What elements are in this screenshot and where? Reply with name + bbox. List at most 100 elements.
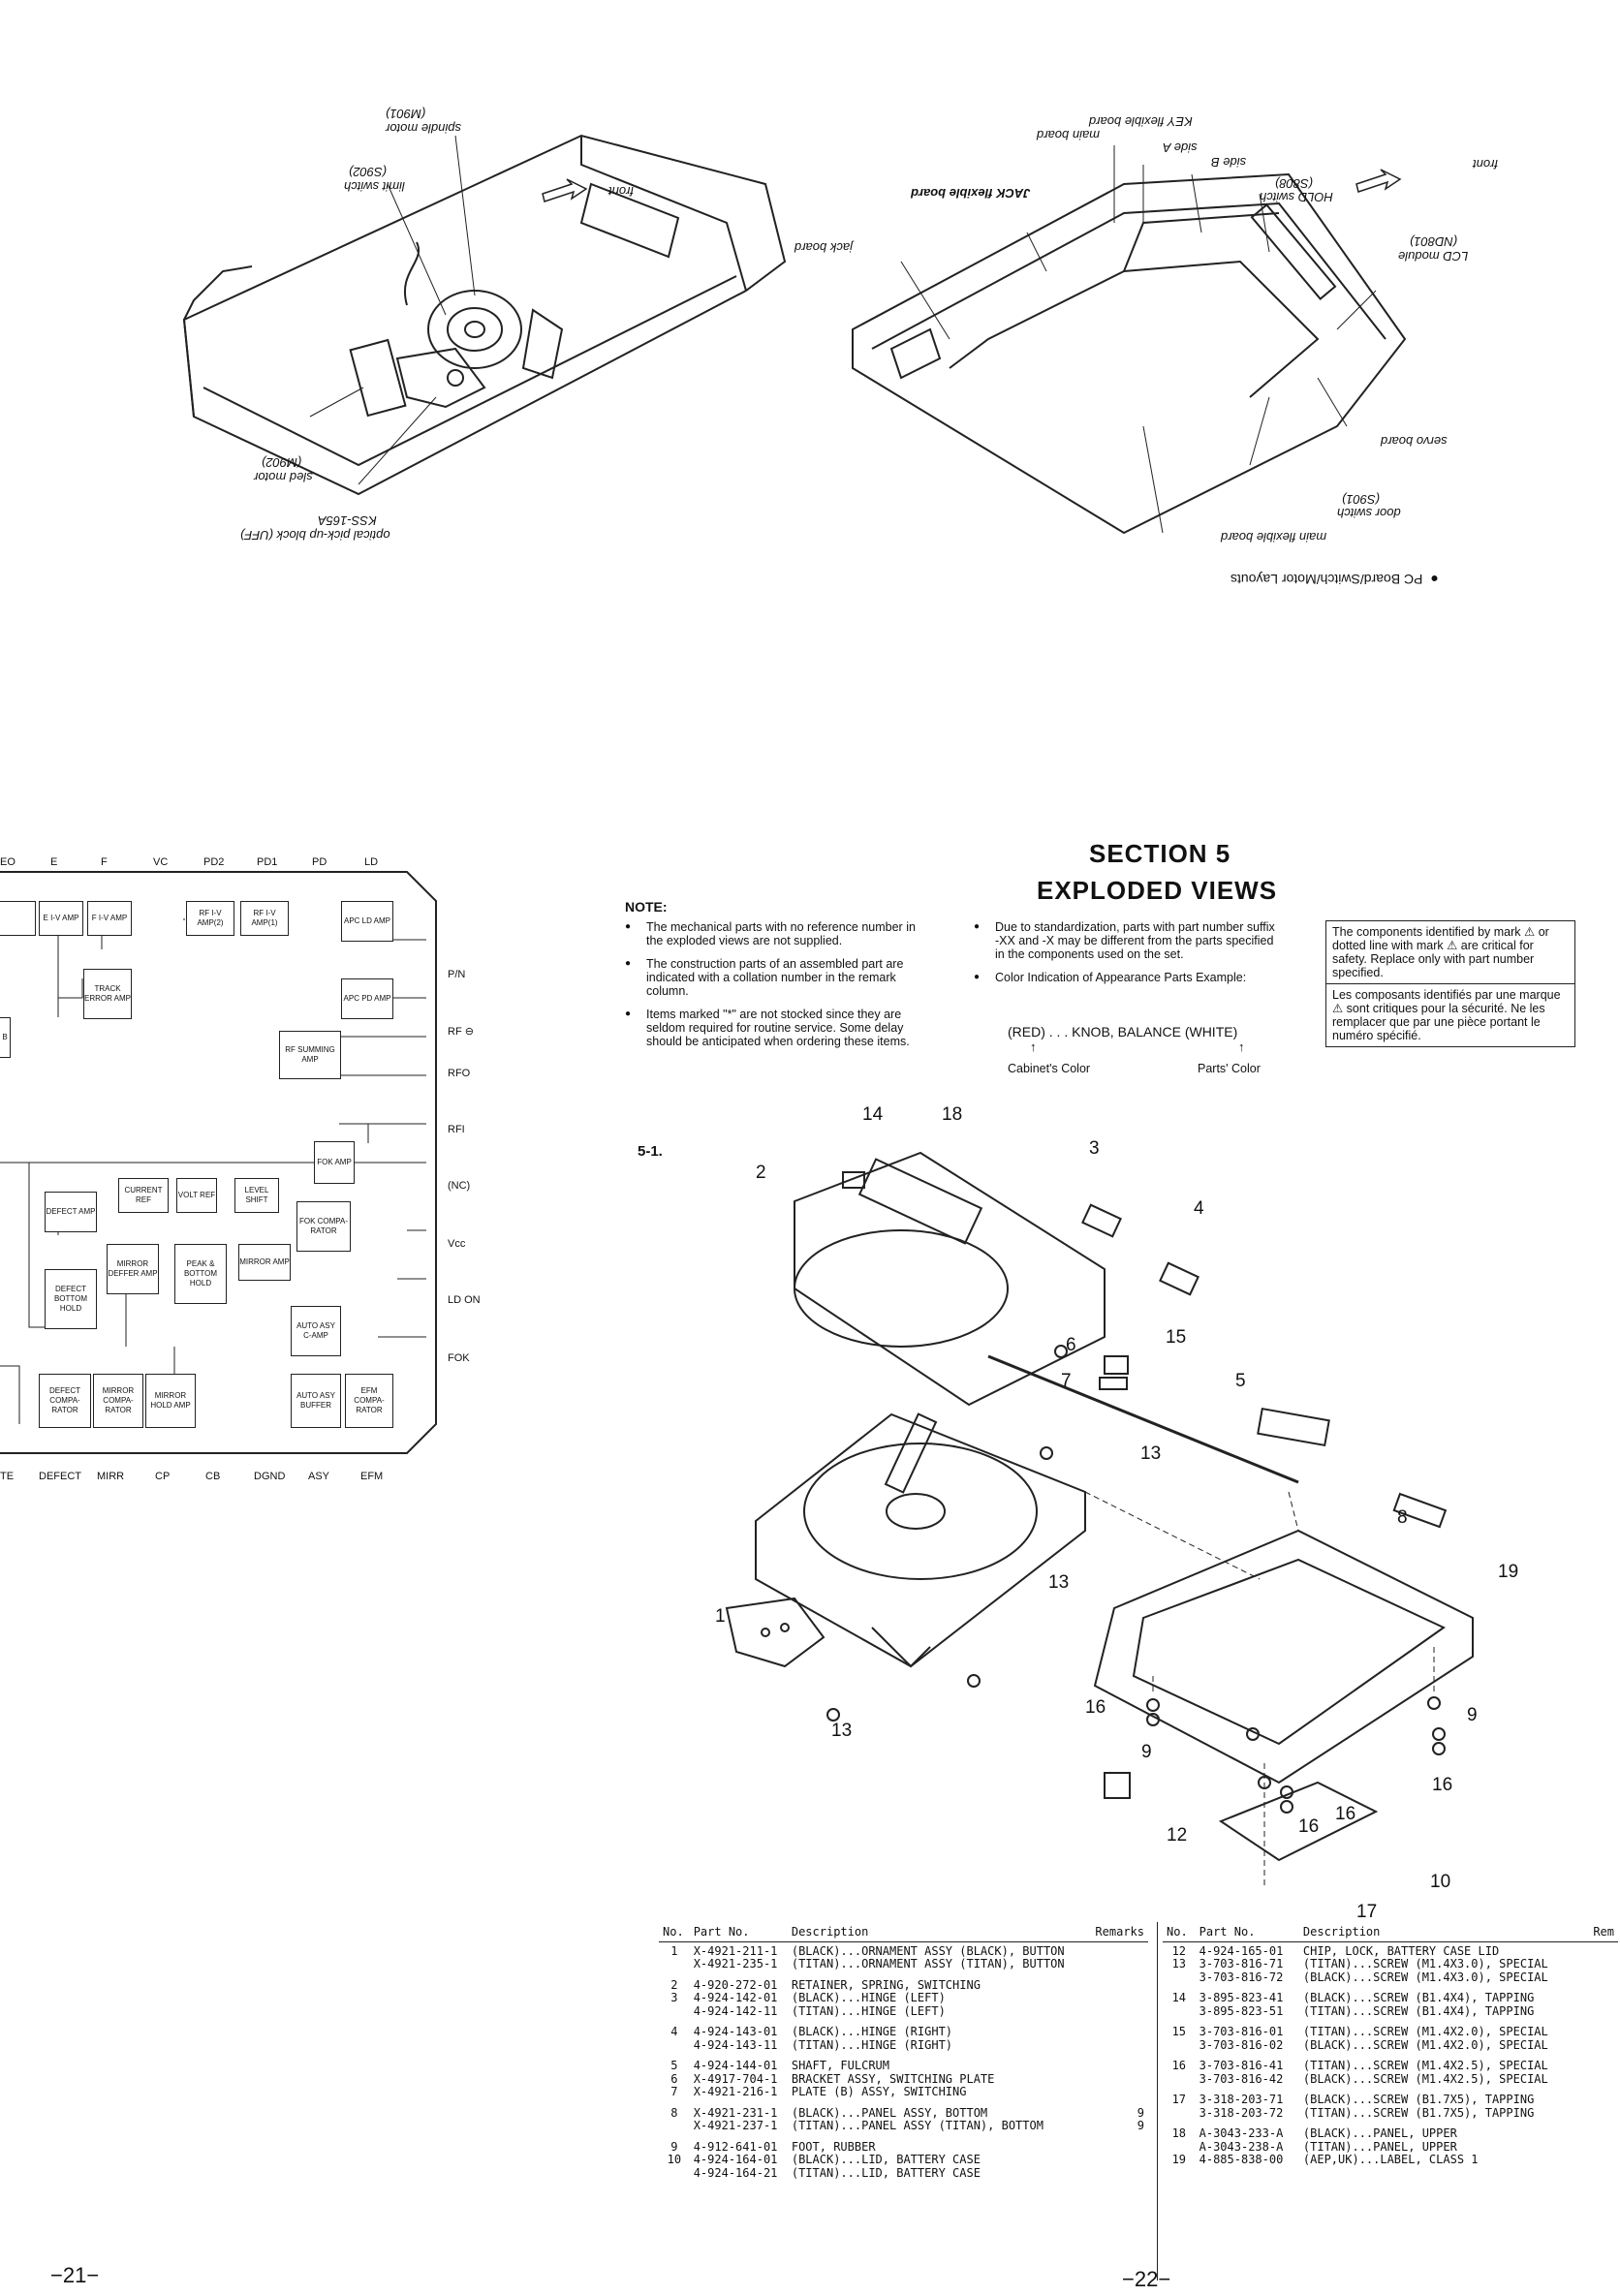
layout-caption: ● PC Board/Switch/Motor Layouts bbox=[1231, 572, 1439, 587]
figure-label: 5-1. bbox=[638, 1143, 663, 1160]
cell-part: 3-703-816-41 3-703-816-42 bbox=[1199, 2059, 1284, 2086]
cell-no: 1 bbox=[670, 1943, 678, 1958]
safety-warning-box: The components identified by mark ⚠ or d… bbox=[1325, 920, 1575, 1047]
callout-number: 7 bbox=[1061, 1371, 1072, 1391]
page-number-right: −22− bbox=[1122, 2267, 1171, 2291]
jack-flex-label: JACK flexible board bbox=[911, 186, 1031, 201]
pin-label: RFI bbox=[448, 1124, 465, 1135]
cell-desc: SHAFT, FULCRUM BRACKET ASSY, SWITCHING P… bbox=[791, 2059, 995, 2098]
door-switch-label: door switch bbox=[1337, 506, 1401, 520]
col-description: Description bbox=[787, 1925, 1088, 1942]
ic-block-fok-comparator: FOK COMPA- RATOR bbox=[296, 1201, 351, 1252]
note-item: The mechanical parts with no reference n… bbox=[625, 920, 933, 947]
cell-part: 4-924-144-01 X-4917-704-1 X-4921-216-1 bbox=[693, 2059, 778, 2098]
pin-label: ASY bbox=[308, 1471, 330, 1482]
pin-label: TE bbox=[0, 1471, 15, 1482]
ic-block-volt-ref: VOLT REF bbox=[176, 1178, 217, 1213]
note-item: Color Indication of Appearance Parts Exa… bbox=[974, 971, 1282, 984]
callout-number: 15 bbox=[1166, 1327, 1187, 1348]
cell-part: X-4921-211-1 X-4921-235-1 bbox=[693, 1943, 778, 1970]
pin-label: EFM bbox=[360, 1471, 384, 1482]
optical-block-label: optical pick-up block (UFF) bbox=[240, 528, 390, 543]
cell-no: 2 3 bbox=[670, 1977, 678, 2004]
front-label: front bbox=[608, 184, 635, 199]
callout-number: 16 bbox=[1298, 1816, 1320, 1837]
col-description: Description bbox=[1298, 1925, 1586, 1942]
exploded-view-drawing bbox=[725, 1151, 1474, 1889]
ic-block-mirror-amp: MIRROR AMP bbox=[238, 1244, 291, 1281]
callout-number: 13 bbox=[1140, 1443, 1162, 1464]
side-b-label: side B bbox=[1211, 155, 1247, 170]
cell-desc: (BLACK)...SCREW (B1.4X4), TAPPING (TITAN… bbox=[1302, 1991, 1535, 2018]
ic-block-efm-comparator: EFM COMPA- RATOR bbox=[345, 1374, 393, 1428]
ic-block-mirror-deffer: MIRROR DEFFER AMP bbox=[107, 1244, 159, 1294]
motor-layout-drawing bbox=[182, 134, 787, 496]
cell-no: 14 bbox=[1171, 1991, 1187, 2004]
pin-label: DGND bbox=[254, 1471, 286, 1482]
section-title: EXPLODED VIEWS bbox=[1037, 876, 1278, 905]
cell-no: 17 bbox=[1171, 2093, 1187, 2106]
callout-number: 3 bbox=[1089, 1138, 1100, 1159]
callout-number: 5 bbox=[1235, 1371, 1246, 1391]
callout-number: 10 bbox=[1430, 1872, 1451, 1892]
cell-no: 12 13 bbox=[1171, 1943, 1187, 1970]
ic-block-defect-comparator: DEFECT COMPA- RATOR bbox=[39, 1374, 91, 1428]
notes-left: The mechanical parts with no reference n… bbox=[625, 920, 933, 1058]
pin-label: RF ⊖ bbox=[448, 1026, 474, 1038]
cell-rem bbox=[1087, 2057, 1148, 2104]
arrow-up-icon: ↑ bbox=[1238, 1039, 1245, 1054]
ic-block-current-ref: CURRENT REF bbox=[118, 1178, 169, 1213]
ic-block-auto-asy-camp: AUTO ASY C-AMP bbox=[291, 1306, 341, 1356]
parts-color-label: Parts' Color bbox=[1198, 1062, 1261, 1075]
pin-label: LD bbox=[364, 856, 379, 868]
cell-desc: FOOT, RUBBER (BLACK)...LID, BATTERY CASE… bbox=[791, 2139, 981, 2180]
page-number-left: −21− bbox=[50, 2263, 100, 2287]
sled-motor-ref: (M902) bbox=[262, 455, 302, 470]
spindle-motor-label: spindle motor bbox=[386, 121, 462, 136]
cell-no: 5 6 7 bbox=[670, 2059, 678, 2098]
key-board-label: KEY flexible board bbox=[1089, 114, 1193, 129]
pin-label: LD ON bbox=[448, 1294, 481, 1306]
table-row: 12 13 4-924-165-01 3-703-816-71 3-703-816… bbox=[1163, 1941, 1618, 1989]
warning-english: The components identified by mark ⚠ or d… bbox=[1332, 925, 1549, 979]
cell-desc: (BLACK)...PANEL ASSY, BOTTOM (TITAN)...P… bbox=[791, 2105, 1044, 2132]
cell-part: 4-924-143-01 4-924-143-11 bbox=[693, 2025, 778, 2052]
callout-number: 19 bbox=[1498, 1562, 1519, 1582]
pin-label: CB bbox=[205, 1471, 221, 1482]
col-part-no: Part No. bbox=[1195, 1925, 1299, 1942]
section-number: SECTION 5 bbox=[1089, 839, 1231, 868]
color-example: (RED) . . . KNOB, BALANCE (WHITE) bbox=[1008, 1024, 1238, 1039]
cell-part: 4-912-641-01 4-924-164-01 4-924-164-21 bbox=[693, 2139, 778, 2180]
cell-part: 4-924-165-01 3-703-816-71 3-703-816-72 bbox=[1199, 1943, 1284, 1984]
ic-block-apc-ld: APC LD AMP bbox=[341, 901, 393, 942]
cell-part: A-3043-233-A A-3043-238-A 4-885-838-00 bbox=[1199, 2126, 1284, 2166]
callout-number: 6 bbox=[1066, 1335, 1076, 1355]
ic-block-mirror-comparator: MIRROR COMPA- RATOR bbox=[93, 1374, 143, 1428]
pin-label: CP bbox=[155, 1471, 171, 1482]
ic-block-peak-bottom: PEAK & BOTTOM HOLD bbox=[174, 1244, 227, 1304]
ic-block-f-iv: F I-V AMP bbox=[87, 901, 132, 936]
layout-caption-text: PC Board/Switch/Motor Layouts bbox=[1231, 572, 1423, 587]
col-no: No. bbox=[1163, 1925, 1196, 1942]
cell-desc: (BLACK)...ORNAMENT ASSY (BLACK), BUTTON … bbox=[791, 1943, 1065, 1970]
pc-board-layout-drawing bbox=[852, 145, 1407, 535]
cell-desc: (TITAN)...SCREW (M1.4X2.5), SPECIAL (BLA… bbox=[1302, 2059, 1548, 2086]
callout-number: 17 bbox=[1356, 1902, 1378, 1922]
callout-number: 13 bbox=[1048, 1572, 1070, 1593]
door-switch-ref: (S901) bbox=[1342, 492, 1381, 507]
cell-rem: 9 9 bbox=[1137, 2105, 1144, 2132]
ic-block-fok-amp: FOK AMP bbox=[314, 1141, 355, 1184]
note-item: The construction parts of an assembled p… bbox=[625, 957, 933, 998]
ic-block-rf-iv2: RF I-V AMP(2) bbox=[186, 901, 234, 936]
ic-block-track-error: TRACK ERROR AMP bbox=[83, 969, 132, 1019]
col-remarks: Remarks bbox=[1087, 1925, 1148, 1942]
pin-label: PD2 bbox=[203, 856, 225, 868]
limit-switch-label: limit switch bbox=[344, 179, 405, 194]
ic-block-rf-summing: RF SUMMING AMP bbox=[279, 1031, 341, 1079]
